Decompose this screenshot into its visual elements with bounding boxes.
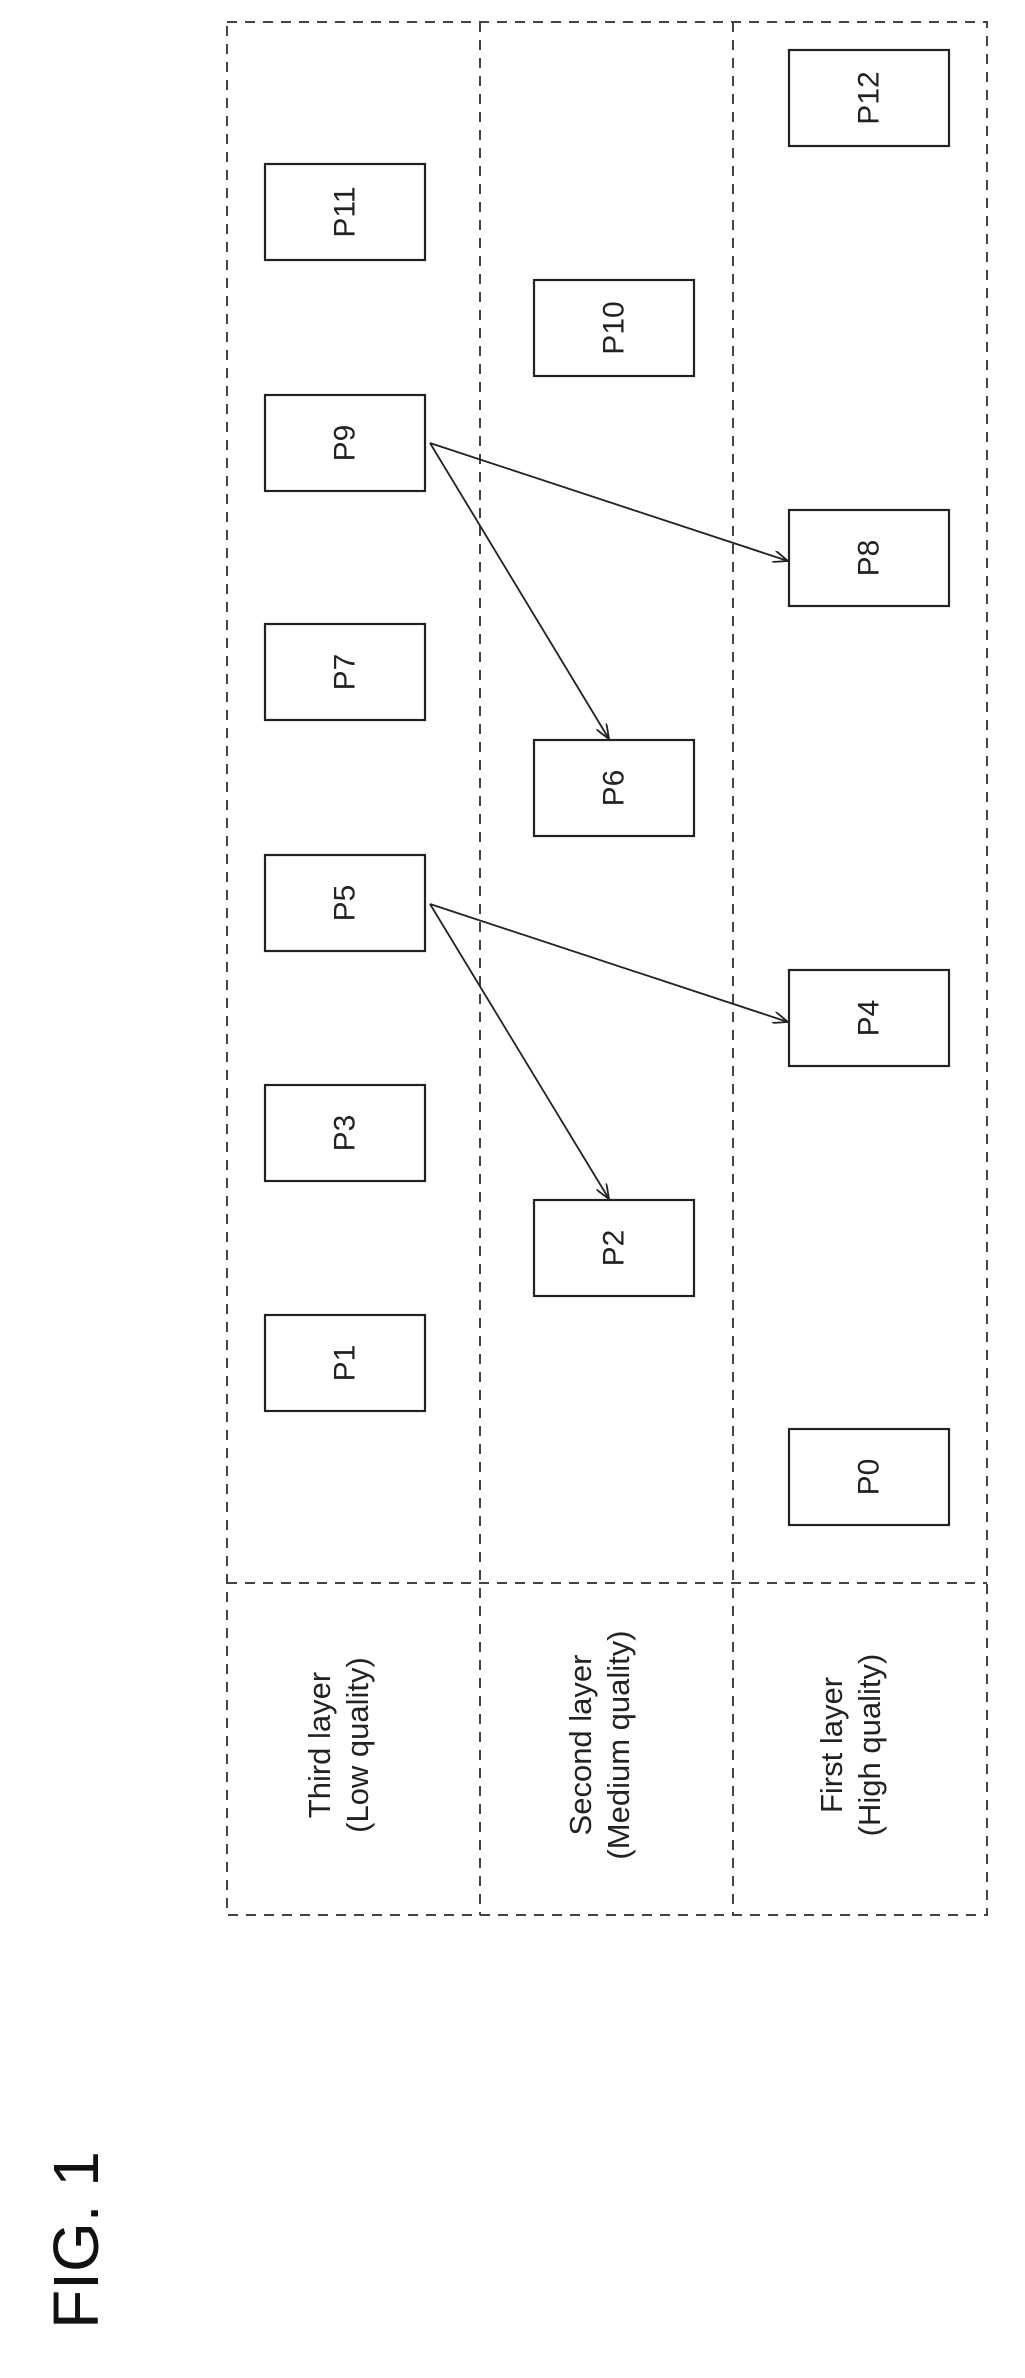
picture-p3: P3 <box>265 1085 425 1181</box>
picture-label-p9: P9 <box>329 425 362 462</box>
picture-label-p10: P10 <box>598 301 631 354</box>
arrow-p5-to-p4 <box>430 904 788 1022</box>
picture-label-p2: P2 <box>598 1230 631 1267</box>
picture-label-p7: P7 <box>329 654 362 691</box>
picture-p7: P7 <box>265 624 425 720</box>
picture-label-p11: P11 <box>329 186 362 237</box>
arrow-p5-to-p2 <box>430 904 609 1199</box>
picture-p6: P6 <box>534 740 694 836</box>
picture-label-p12: P12 <box>853 71 886 124</box>
figure-label: FIG. 1 <box>40 2151 112 2329</box>
picture-p10: P10 <box>534 280 694 376</box>
picture-p2: P2 <box>534 1200 694 1296</box>
picture-label-p5: P5 <box>329 885 362 922</box>
layer-label-second-name: Second layer <box>563 1655 598 1836</box>
picture-p0: P0 <box>789 1429 949 1525</box>
picture-label-p4: P4 <box>853 1000 886 1037</box>
picture-p8: P8 <box>789 510 949 606</box>
picture-label-p3: P3 <box>329 1115 362 1152</box>
picture-p9: P9 <box>265 395 425 491</box>
picture-label-p0: P0 <box>853 1459 886 1496</box>
picture-p5: P5 <box>265 855 425 951</box>
picture-label-p8: P8 <box>853 540 886 577</box>
picture-p4: P4 <box>789 970 949 1066</box>
layer-label-second-quality: (Medium quality) <box>601 1630 636 1859</box>
layer-label-third-quality: (Low quality) <box>340 1657 375 1833</box>
pictures: P1 P3 P5 P7 P9 P11 P2 P6 <box>265 50 949 1525</box>
picture-label-p6: P6 <box>598 770 631 807</box>
picture-p12: P12 <box>789 50 949 146</box>
arrow-p9-to-p6 <box>430 443 609 739</box>
arrow-p9-to-p8 <box>430 443 788 561</box>
picture-p1: P1 <box>265 1315 425 1411</box>
picture-label-p1: P1 <box>329 1345 362 1382</box>
layer-label-third-name: Third layer <box>302 1672 337 1818</box>
layer-label-first-quality: (High quality) <box>852 1654 887 1837</box>
picture-p11: P11 <box>265 164 425 260</box>
layer-labels: Third layer (Low quality) Second layer (… <box>302 1630 887 1859</box>
layer-label-first-name: First layer <box>814 1677 849 1813</box>
